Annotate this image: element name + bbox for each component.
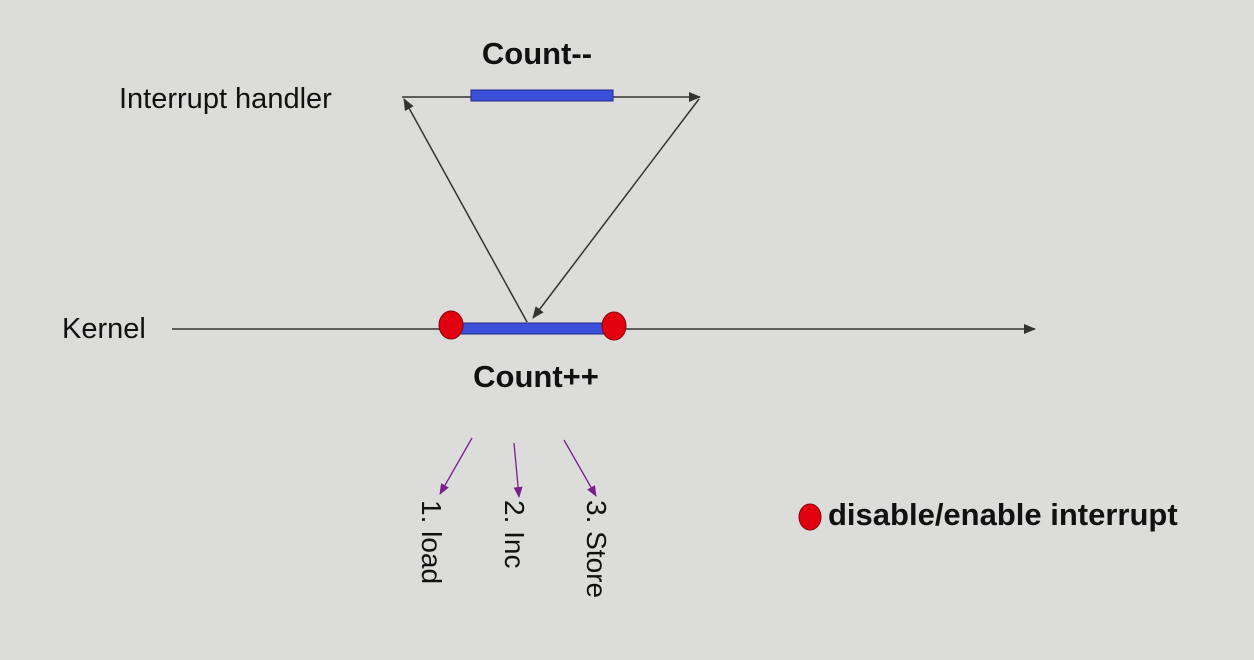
- step-load-label: 1. load: [416, 500, 447, 584]
- interrupt-handler-label: Interrupt handler: [119, 83, 332, 115]
- disable-interrupt-marker: [438, 310, 464, 340]
- count-increment-bar: [455, 322, 607, 335]
- step-arrow-store: [563, 439, 597, 497]
- legend-marker: [798, 503, 822, 531]
- step-inc-label: 2. Inc: [499, 500, 530, 568]
- step-store-label: 3. Store: [581, 500, 612, 598]
- step-arrow-load: [439, 437, 473, 495]
- return-arrow-down: [532, 98, 700, 319]
- kernel-label: Kernel: [62, 313, 146, 345]
- count-increment-label: Count++: [473, 359, 599, 394]
- interrupt-arrow-up: [403, 98, 528, 323]
- legend-label: disable/enable interrupt: [828, 497, 1178, 532]
- count-decrement-label: Count--: [482, 36, 592, 71]
- enable-interrupt-marker: [601, 311, 627, 341]
- step-arrow-inc: [513, 442, 523, 498]
- count-decrement-bar: [470, 89, 614, 102]
